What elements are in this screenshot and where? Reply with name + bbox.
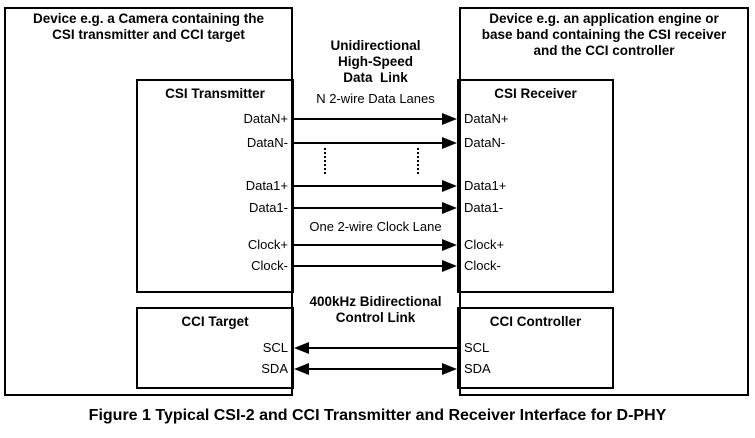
rx-signal-data1-plus: Data1+ — [464, 178, 507, 193]
tx-signal-datan-plus: DataN+ — [243, 111, 288, 126]
control-link-label-line1: 400kHz Bidirectional — [309, 294, 442, 309]
wire-data1-minus — [294, 207, 444, 209]
figure-caption: Figure 1 Typical CSI-2 and CCI Transmitt… — [88, 407, 667, 424]
left-device-title-line1: Device e.g. a Camera containing the — [32, 11, 265, 26]
right-device-title-line2: base band containing the CSI receiver — [481, 27, 727, 42]
clock-lane-label: One 2-wire Clock Lane — [309, 219, 442, 234]
arrowhead-left-icon — [294, 342, 309, 354]
arrowhead-right-icon — [442, 180, 457, 192]
wire-clock-minus — [294, 265, 444, 267]
arrowhead-right-icon — [442, 113, 457, 125]
wire-clock-plus — [294, 244, 444, 246]
csi-transmitter-box — [136, 79, 294, 293]
cci-target-box — [136, 307, 294, 389]
tx-signal-clock-minus: Clock- — [251, 258, 288, 273]
lane-ellipsis-icon — [324, 148, 326, 174]
arrowhead-right-icon — [442, 137, 457, 149]
rx-signal-clock-minus: Clock- — [464, 258, 501, 273]
tx-signal-clock-plus: Clock+ — [247, 237, 288, 252]
csi-receiver-box — [457, 79, 614, 293]
arrowhead-left-icon — [294, 363, 309, 375]
data-lanes-label: N 2-wire Data Lanes — [316, 91, 435, 106]
rx-signal-clock-plus: Clock+ — [464, 237, 505, 252]
hs-link-label-line2: High-Speed — [337, 54, 413, 69]
cci-controller-title: CCI Controller — [489, 314, 582, 329]
rx-signal-datan-minus: DataN- — [464, 135, 506, 150]
tx-signal-data1-plus: Data1+ — [245, 178, 288, 193]
hs-link-label-line3: Data Link — [343, 70, 408, 85]
csi-receiver-title: CSI Receiver — [494, 86, 577, 101]
tx-signal-datan-minus: DataN- — [246, 135, 288, 150]
wire-datan-minus — [294, 142, 444, 144]
arrowhead-right-icon — [442, 202, 457, 214]
tx-signal-scl: SCL — [262, 340, 288, 355]
wire-sda — [306, 368, 445, 370]
csi-transmitter-title: CSI Transmitter — [165, 86, 265, 101]
tx-signal-sda: SDA — [261, 361, 288, 376]
tx-signal-data1-minus: Data1- — [248, 200, 288, 215]
lane-ellipsis-icon — [417, 148, 419, 174]
cci-controller-box — [457, 307, 614, 389]
arrowhead-right-icon — [442, 363, 457, 375]
arrowhead-right-icon — [442, 239, 457, 251]
wire-datan-plus — [294, 118, 444, 120]
arrowhead-right-icon — [442, 260, 457, 272]
wire-scl — [306, 347, 457, 349]
control-link-label-line2: Control Link — [335, 310, 416, 325]
rx-signal-scl: SCL — [464, 340, 490, 355]
right-device-title-line1: Device e.g. an application engine or — [489, 11, 719, 26]
right-device-title-line3: and the CCI controller — [533, 43, 675, 58]
left-device-title-line2: CSI transmitter and CCI target — [52, 27, 245, 42]
wire-data1-plus — [294, 185, 444, 187]
rx-signal-datan-plus: DataN+ — [464, 111, 509, 126]
cci-target-title: CCI Target — [181, 314, 249, 329]
rx-signal-data1-minus: Data1- — [464, 200, 504, 215]
right-device-box — [459, 7, 749, 396]
hs-link-label-line1: Unidirectional — [330, 38, 421, 53]
rx-signal-sda: SDA — [464, 361, 491, 376]
